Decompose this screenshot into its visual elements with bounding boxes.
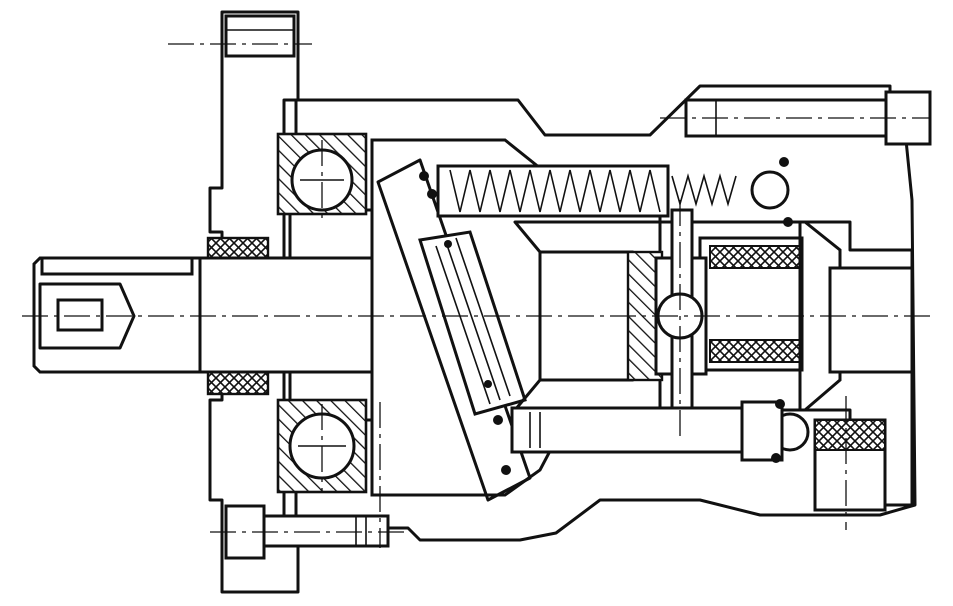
drive-shaft [32, 256, 374, 374]
end-cap [798, 220, 914, 512]
return-spring [436, 164, 737, 218]
mounting-flange [208, 10, 300, 594]
through-bolt [510, 400, 784, 462]
seal-dots [419, 157, 793, 475]
center-lines [22, 43, 936, 548]
